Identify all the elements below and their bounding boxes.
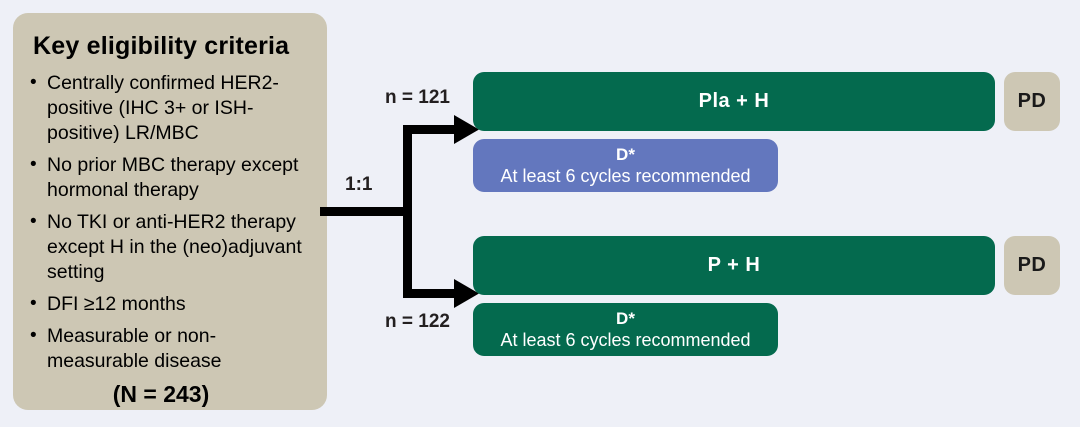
criterion-text: Centrally confirmed HER2- positive (IHC …: [47, 72, 279, 144]
arm2-chemo-label: D*: [616, 309, 635, 328]
arm1-chemo-note: At least 6 cycles recommended: [500, 166, 751, 186]
eligibility-criterion: • No prior MBC therapy except hormonal t…: [27, 153, 317, 203]
arm1-chemo-label: D*: [616, 145, 635, 164]
bullet-icon: •: [30, 325, 37, 346]
criterion-text: No TKI or anti-HER2 therapy except H in …: [47, 211, 302, 283]
criterion-text: No prior MBC therapy except hormonal the…: [47, 154, 299, 201]
eligibility-criterion: • Centrally confirmed HER2- positive (IH…: [27, 71, 317, 146]
eligibility-criterion: • No TKI or anti-HER2 therapy except H i…: [27, 210, 317, 285]
arm2-chemo-bar: D* At least 6 cycles recommended: [473, 303, 778, 356]
eligibility-title: Key eligibility criteria: [33, 32, 290, 60]
bullet-icon: •: [30, 293, 37, 314]
arm2-treatment-label: P + H: [707, 254, 761, 276]
randomization-arrows: [320, 115, 479, 308]
randomization-ratio-label: 1:1: [345, 174, 373, 195]
eligibility-criteria-panel: Key eligibility criteria • Centrally con…: [13, 13, 327, 410]
eligibility-criterion: • DFI ≥12 months: [27, 292, 317, 317]
arm1-progression-endpoint: PD: [1004, 72, 1060, 131]
arm2-sample-size-label: n = 122: [385, 311, 450, 332]
bullet-icon: •: [30, 72, 37, 93]
arm1-treatment-bar: Pla + H: [473, 72, 995, 131]
bullet-icon: •: [30, 154, 37, 175]
arm2-progression-endpoint: PD: [1004, 236, 1060, 295]
total-enrollment-label: (N = 243): [112, 381, 210, 407]
arm1-treatment-label: Pla + H: [698, 90, 770, 112]
criterion-text: Measurable or non-measurable disease: [47, 325, 222, 372]
arm2-chemo-note: At least 6 cycles recommended: [500, 330, 751, 350]
bullet-icon: •: [30, 211, 37, 232]
criterion-text: DFI ≥12 months: [47, 293, 186, 315]
arm1-chemo-bar: D* At least 6 cycles recommended: [473, 139, 778, 192]
eligibility-criterion: • Measurable or non-measurable disease: [27, 324, 317, 374]
arm1-sample-size-label: n = 121: [385, 87, 450, 108]
arm2-treatment-bar: P + H: [473, 236, 995, 295]
eligibility-criteria-list: • Centrally confirmed HER2- positive (IH…: [27, 71, 317, 374]
